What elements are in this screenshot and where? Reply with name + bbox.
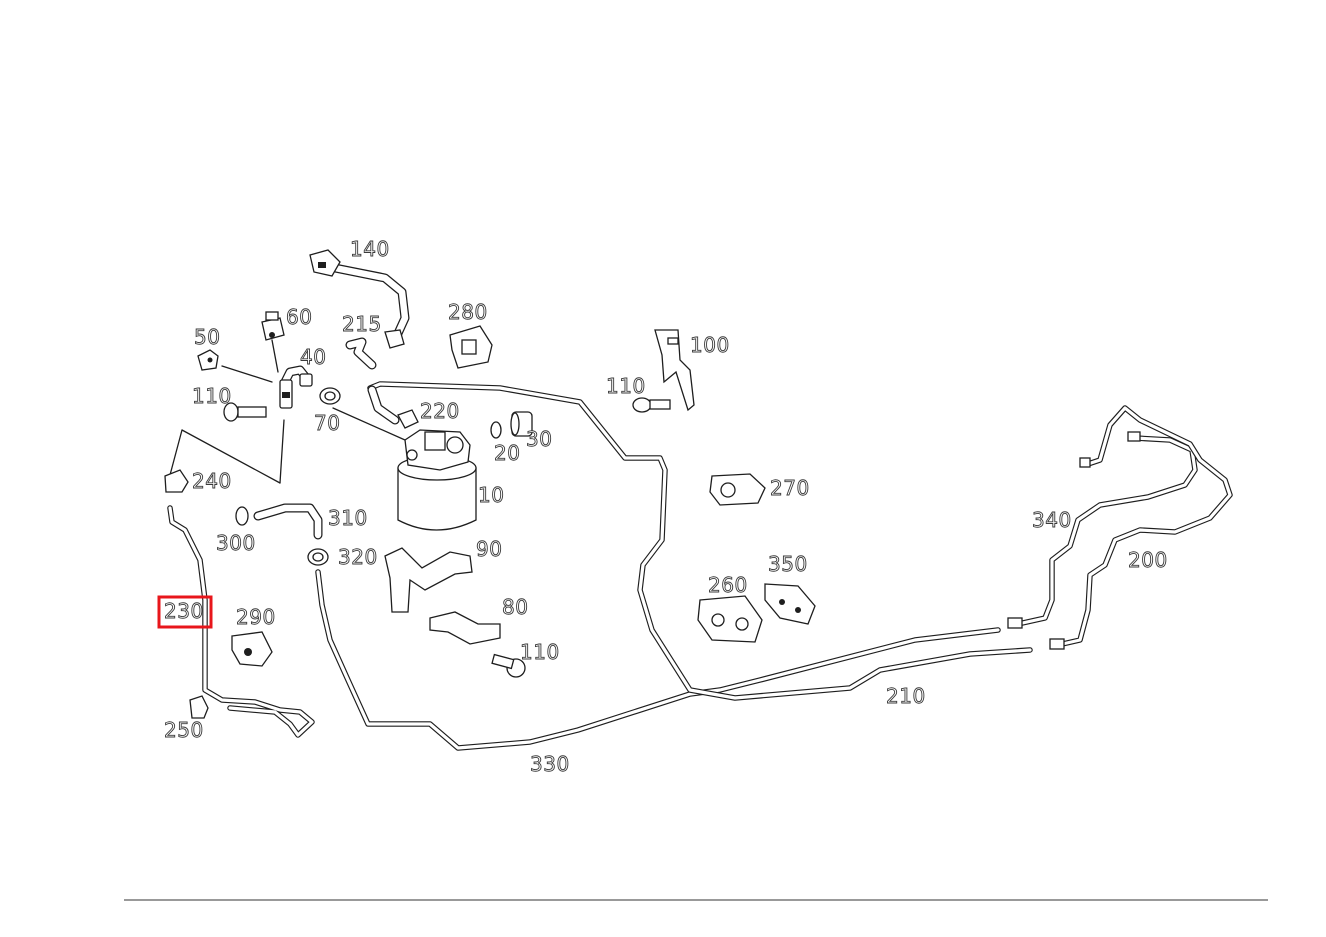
clamp-300[interactable]: [235, 506, 249, 526]
fitting-top-right[interactable]: [1127, 431, 1141, 442]
label-20[interactable]: 20: [494, 441, 521, 466]
strap-80[interactable]: [429, 611, 501, 645]
label-80[interactable]: 80: [502, 595, 529, 620]
label-210[interactable]: 210: [886, 684, 926, 709]
label-300[interactable]: 300: [216, 531, 256, 556]
clip-240[interactable]: [164, 469, 189, 493]
label-240[interactable]: 240: [192, 469, 232, 494]
clamp-270[interactable]: [709, 473, 766, 506]
label-260[interactable]: 260: [708, 573, 748, 598]
hoses: [253, 263, 410, 540]
label-100[interactable]: 100: [690, 333, 730, 358]
label-250[interactable]: 250: [164, 718, 204, 743]
label-110-b[interactable]: 110: [606, 374, 646, 399]
leader-lines: [169, 339, 406, 484]
label-290[interactable]: 290: [236, 605, 276, 630]
holder-260[interactable]: [697, 595, 763, 643]
clamp-220[interactable]: [397, 409, 419, 429]
sensor-60[interactable]: [261, 311, 285, 341]
label-110-c[interactable]: 110: [520, 640, 560, 665]
clip-50[interactable]: [197, 349, 219, 371]
label-330[interactable]: 330: [530, 752, 570, 777]
label-90[interactable]: 90: [476, 537, 503, 562]
label-140[interactable]: 140: [350, 237, 390, 262]
label-60[interactable]: 60: [286, 305, 313, 330]
connector-215[interactable]: [384, 329, 405, 349]
fitting-340-end[interactable]: [1007, 617, 1023, 629]
fitting-top-right-2[interactable]: [1079, 457, 1091, 468]
clip-250[interactable]: [189, 695, 209, 719]
o-ring[interactable]: [490, 421, 502, 439]
holder-290[interactable]: [231, 631, 273, 667]
holder-350[interactable]: [764, 583, 816, 625]
label-40[interactable]: 40: [300, 345, 327, 370]
label-340[interactable]: 340: [1032, 508, 1072, 533]
label-70[interactable]: 70: [314, 411, 341, 436]
highlight-box: [157, 595, 213, 629]
fuel-filter[interactable]: [397, 429, 477, 531]
elbow-40[interactable]: [279, 373, 313, 409]
label-270[interactable]: 270: [770, 476, 810, 501]
clamp-320[interactable]: [307, 548, 329, 566]
bracket-100[interactable]: [654, 329, 695, 412]
part-labels: 10 20 30 40 50 60 70 80 90 100 110 110 1…: [164, 237, 1168, 777]
bracket-90[interactable]: [384, 547, 473, 613]
label-10[interactable]: 10: [478, 483, 505, 508]
label-110-a[interactable]: 110: [192, 384, 232, 409]
parts: [164, 249, 1141, 719]
bolt-110-a[interactable]: [223, 402, 267, 422]
label-320[interactable]: 320: [338, 545, 378, 570]
bolt-110-b[interactable]: [632, 397, 671, 413]
label-230[interactable]: 230: [164, 599, 204, 624]
clamp-70[interactable]: [319, 387, 341, 405]
label-310[interactable]: 310: [328, 506, 368, 531]
fuel-lines: [167, 381, 1233, 751]
label-215[interactable]: 215: [342, 312, 382, 337]
bolt-110-c[interactable]: [491, 653, 526, 678]
label-280[interactable]: 280: [448, 300, 488, 325]
fitting-30[interactable]: [510, 411, 533, 437]
label-220[interactable]: 220: [420, 399, 460, 424]
label-350[interactable]: 350: [768, 552, 808, 577]
connector-140[interactable]: [309, 249, 341, 277]
fitting-200-end[interactable]: [1049, 638, 1065, 650]
label-50[interactable]: 50: [194, 325, 221, 350]
label-200[interactable]: 200: [1128, 548, 1168, 573]
bracket-280[interactable]: [449, 325, 493, 369]
label-30[interactable]: 30: [526, 427, 553, 452]
